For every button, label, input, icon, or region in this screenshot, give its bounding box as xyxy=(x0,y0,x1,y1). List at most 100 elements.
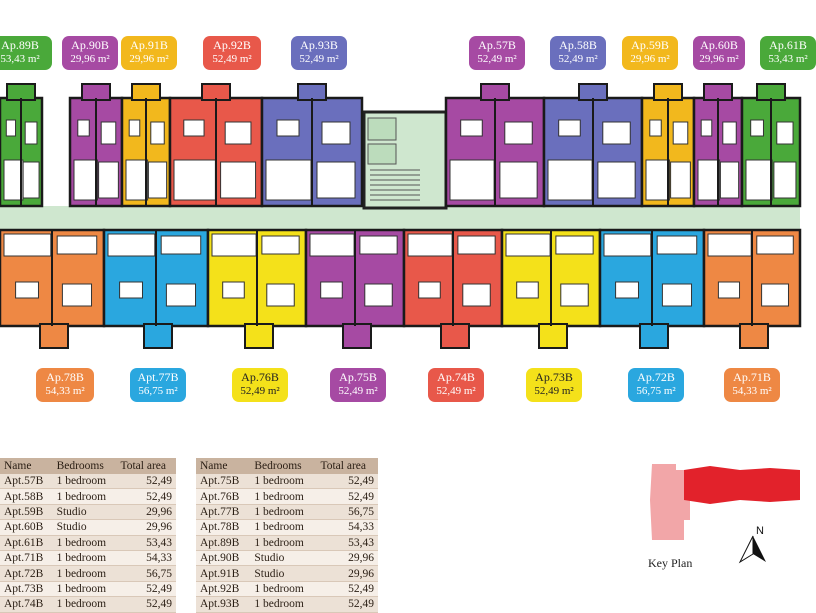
bottom-units-row xyxy=(0,228,802,349)
cell-bedrooms: 1 bedroom xyxy=(250,504,317,521)
top-units-row xyxy=(0,83,802,208)
cell-name: Apt.76B xyxy=(196,488,251,505)
cell-bedrooms: 1 bedroom xyxy=(250,535,317,551)
cell-area: 52,49 xyxy=(116,581,176,598)
unit-label-name: Ap.73B xyxy=(535,370,573,384)
unit-label-area: 52,49 m² xyxy=(436,385,476,397)
key-plan-title: Key Plan xyxy=(648,556,693,570)
cell-area: 52,49 xyxy=(316,488,378,505)
cell-name: Apt.75B xyxy=(196,474,251,490)
unit-label-area: 52,49 m² xyxy=(477,53,517,65)
unit-label-name: Ap.93B xyxy=(300,38,338,52)
unit-ap76b xyxy=(206,228,308,349)
unit-label-area: 52,49 m² xyxy=(212,53,252,65)
unit-apt77b xyxy=(102,228,210,349)
cell-name: Apt.91B xyxy=(196,565,251,582)
cell-area: 29,96 xyxy=(316,550,378,567)
unit-ap74b xyxy=(402,228,504,349)
cell-area: 52,49 xyxy=(316,596,378,613)
key-plan-diagram xyxy=(650,464,800,540)
unit-ap60b xyxy=(692,83,744,208)
col-total-area: Total area xyxy=(116,458,176,474)
cell-bedrooms: Studio xyxy=(52,504,117,521)
cell-bedrooms: 1 bedroom xyxy=(52,565,117,582)
unit-label-name: Ap.72B xyxy=(637,370,675,384)
unit-label-area: 29,96 m² xyxy=(699,53,739,65)
floor-plan xyxy=(0,83,802,540)
col-name: Name xyxy=(196,458,251,474)
cell-bedrooms: 1 bedroom xyxy=(250,519,317,536)
cell-area: 56,75 xyxy=(116,565,176,582)
unit-label-area: 29,96 m² xyxy=(630,53,670,65)
unit-label-name: Ap.57B xyxy=(478,38,516,52)
cell-bedrooms: Studio xyxy=(250,550,317,567)
cell-name: Apt.89B xyxy=(196,535,251,551)
unit-label-name: Ap.90B xyxy=(71,38,109,52)
unit-label-area: 52,49 m² xyxy=(338,385,378,397)
cell-name: Apt.90B xyxy=(196,550,251,567)
unit-label-area: 29,96 m² xyxy=(70,53,110,65)
cell-bedrooms: 1 bedroom xyxy=(250,581,317,598)
unit-ap71b xyxy=(702,228,802,349)
cell-bedrooms: 1 bedroom xyxy=(52,596,117,613)
unit-label-area: 56,75 m² xyxy=(636,385,676,397)
unit-ap58b xyxy=(542,83,644,208)
cell-name: Apt.59B xyxy=(0,504,53,521)
cell-name: Apt.72B xyxy=(0,565,53,582)
unit-label-area: 29,96 m² xyxy=(129,53,169,65)
cell-area: 53,43 xyxy=(316,535,378,551)
unit-ap93b xyxy=(260,83,364,208)
cell-area: 54,33 xyxy=(116,550,176,567)
cell-area: 54,33 xyxy=(316,519,378,536)
unit-label-name: Apt.77B xyxy=(137,370,179,384)
cell-bedrooms: 1 bedroom xyxy=(250,488,317,505)
col-bedrooms: Bedrooms xyxy=(250,458,317,474)
unit-label-area: 53,43 m² xyxy=(768,53,808,65)
unit-label-area: 54,33 m² xyxy=(732,385,772,397)
unit-label-name: Ap.76B xyxy=(241,370,279,384)
stair-core xyxy=(362,110,448,210)
cell-name: Apt.71B xyxy=(0,550,53,567)
cell-area: 52,49 xyxy=(316,581,378,598)
unit-ap57b xyxy=(444,83,546,208)
unit-ap75b xyxy=(304,228,406,349)
unit-label-area: 52,49 m² xyxy=(240,385,280,397)
col-bedrooms: Bedrooms xyxy=(52,458,117,474)
cell-name: Apt.93B xyxy=(196,596,251,613)
cell-bedrooms: 1 bedroom xyxy=(52,550,117,567)
cell-area: 53,43 xyxy=(116,535,176,551)
unit-label-area: 53,43 m² xyxy=(0,53,40,65)
cell-bedrooms: Studio xyxy=(250,565,317,582)
cell-name: Apt.74B xyxy=(0,596,53,613)
unit-ap90b xyxy=(68,83,124,208)
unit-ap91b xyxy=(120,83,172,208)
unit-label-area: 54,33 m² xyxy=(45,385,85,397)
